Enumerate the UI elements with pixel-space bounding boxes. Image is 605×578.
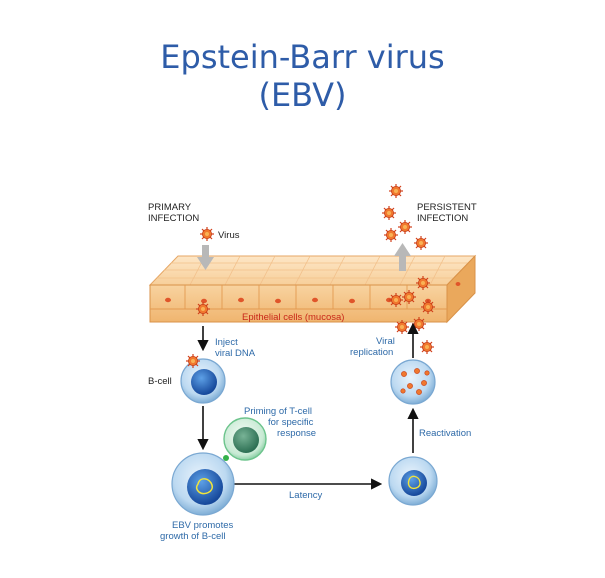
t-cell [223, 417, 267, 461]
title-line-2: (EBV) [258, 76, 347, 114]
ebv-promotes-label-2: growth of B-cell [160, 531, 226, 542]
inject-label-2: viral DNA [215, 348, 256, 359]
title-line-1: Epstein-Barr virus [160, 38, 445, 76]
growing-b-cell [171, 452, 235, 516]
b-cell [180, 353, 226, 404]
primary-infection-label-1: PRIMARY [148, 202, 192, 213]
viral-replication-label-1: Viral [376, 336, 395, 347]
inject-label-1: Inject [215, 337, 238, 348]
latency-label: Latency [289, 490, 323, 501]
b-cell-label: B-cell [148, 376, 172, 387]
epithelial-cells-label: Epithelial cells (mucosa) [242, 312, 345, 323]
virus-label: Virus [218, 230, 240, 241]
persistent-infection-label-1: PERSISTENT [417, 202, 477, 213]
process-arrows [197, 322, 419, 490]
latent-b-cell [388, 456, 438, 506]
priming-label-3: response [277, 428, 317, 439]
reactivation-label: Reactivation [419, 428, 472, 439]
priming-label-1: Priming of T-cell [244, 406, 312, 417]
priming-label-2: for specific [268, 417, 314, 428]
viral-replication-label-2: replication [350, 347, 394, 358]
virus-exit-arrow [394, 243, 411, 271]
primary-infection-label-2: INFECTION [148, 213, 200, 224]
ebv-promotes-label-1: EBV promotes [172, 520, 234, 531]
persistent-infection-label-2: INFECTION [417, 213, 469, 224]
virus-entry-arrow [197, 245, 214, 270]
reactivated-b-cell [390, 359, 436, 405]
